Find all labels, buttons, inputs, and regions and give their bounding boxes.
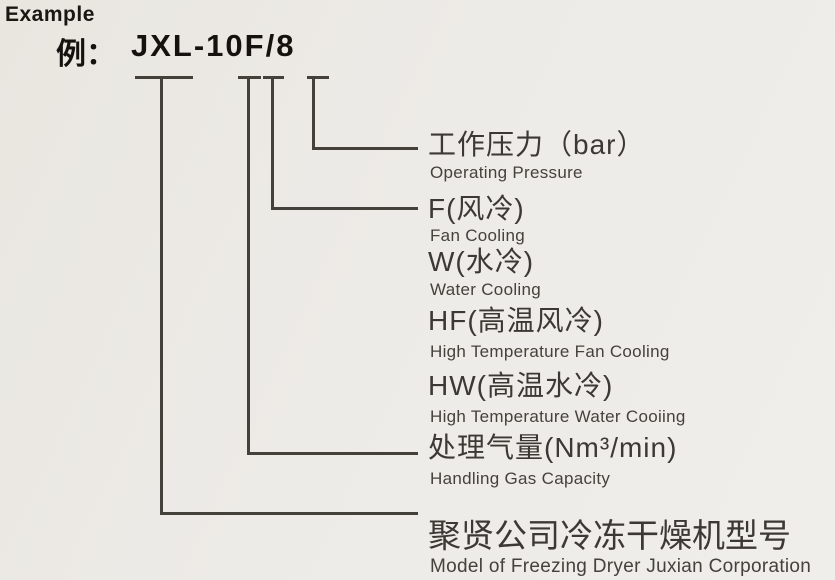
connector-jxl-vertical [160,76,163,515]
connector-capacity-vertical [247,76,250,455]
connector-pressure-vertical [312,76,315,150]
label-water-cooling-cn: W(水冷) [428,246,535,277]
label-model-name-en: Model of Freezing Dryer Juxian Corporati… [430,556,812,577]
label-operating-pressure-cn: 工作压力（bar） [428,129,646,160]
label-high-temperature-fan-cooling-en: High Temperature Fan Cooling [430,342,670,361]
connector-cooling-horizontal [271,207,418,210]
label-model-name-cn: 聚贤公司冷冻干燥机型号 [428,517,791,554]
model-code: JXL-10F/8 [131,28,296,63]
connector-capacity-horizontal [247,452,418,455]
connector-pressure-bar [307,76,329,79]
example-prefix: 例： [56,38,116,71]
label-fan-cooling-en: Fan Cooling [430,226,525,245]
label-handling-gas-capacity-en: Handling Gas Capacity [430,469,611,488]
connector-jxl-bar [135,76,193,79]
connector-cooling-vertical [271,76,274,210]
label-handling-gas-capacity-cn: 处理气量(Nm³/min) [428,432,678,463]
example-heading: Example [5,3,95,26]
label-operating-pressure-en: Operating Pressure [430,163,583,182]
label-high-temperature-water-cooling-en: High Temperature Water Cooiing [430,407,686,426]
label-fan-cooling-cn: F(风冷) [428,193,525,224]
connector-pressure-horizontal [312,147,418,150]
label-high-temperature-water-cooling-cn: HW(高温水冷) [428,370,614,401]
label-high-temperature-fan-cooling-cn: HF(高温风冷) [428,305,604,336]
label-water-cooling-en: Water Cooling [430,280,541,299]
connector-jxl-horizontal [160,512,418,515]
